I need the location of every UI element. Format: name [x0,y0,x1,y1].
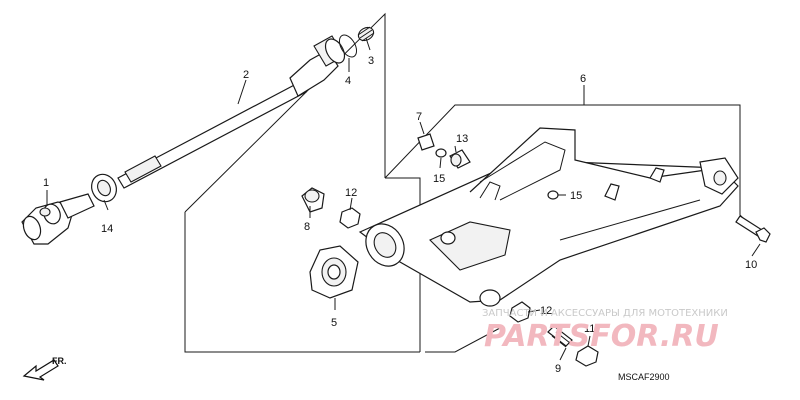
callout-13: 13 [456,133,468,145]
lock-nut-12-part [339,207,531,323]
front-label: FR. [52,356,67,366]
pivot-bolt-part [547,325,573,348]
callout-14: 14 [101,223,113,235]
watermark: ЗАПЧАСТИ И АКСЕССУАРЫ ДЛЯ МОТОТЕХНИКИ PA… [482,308,728,354]
leader-lines [46,37,761,361]
swingarm-part [358,127,739,307]
callout-15b: 15 [570,190,582,202]
bearing-housing-part [309,245,359,299]
spring-part [357,26,375,42]
callout-15a: 15 [433,173,445,185]
callout-labels: 1 2 3 4 5 6 7 8 9 10 11 12 12 13 14 15 1… [43,55,757,375]
callout-11: 11 [584,323,595,335]
bolt-10-part [735,215,771,243]
diagram-code: MSCAF2900 [618,372,670,382]
callout-10: 10 [745,259,757,271]
watermark-brand: PARTSFOR.RU [484,319,719,354]
collar-13-part [449,149,471,169]
callout-2: 2 [243,69,249,81]
callout-9: 9 [555,363,561,375]
callout-6: 6 [580,73,586,85]
oil-seal-part [91,173,117,203]
callout-3: 3 [368,55,374,67]
callout-8: 8 [304,221,310,233]
watermark-tagline: ЗАПЧАСТИ И АКСЕССУАРЫ ДЛЯ МОТОТЕХНИКИ [482,308,728,319]
front-direction-indicator: FR. [22,356,67,381]
callout-12b: 12 [540,305,552,317]
callout-1: 1 [43,177,49,189]
bolt-7-part [417,133,435,151]
callout-4: 4 [345,75,351,87]
pivot-cap-part [301,187,325,213]
callout-5: 5 [331,317,337,329]
drive-shaft-part [117,35,346,189]
circlip-part [338,34,358,58]
universal-joint-part [21,193,95,245]
callout-7: 7 [416,111,422,123]
callout-12a: 12 [345,187,357,199]
front-arrow-icon [22,359,59,381]
